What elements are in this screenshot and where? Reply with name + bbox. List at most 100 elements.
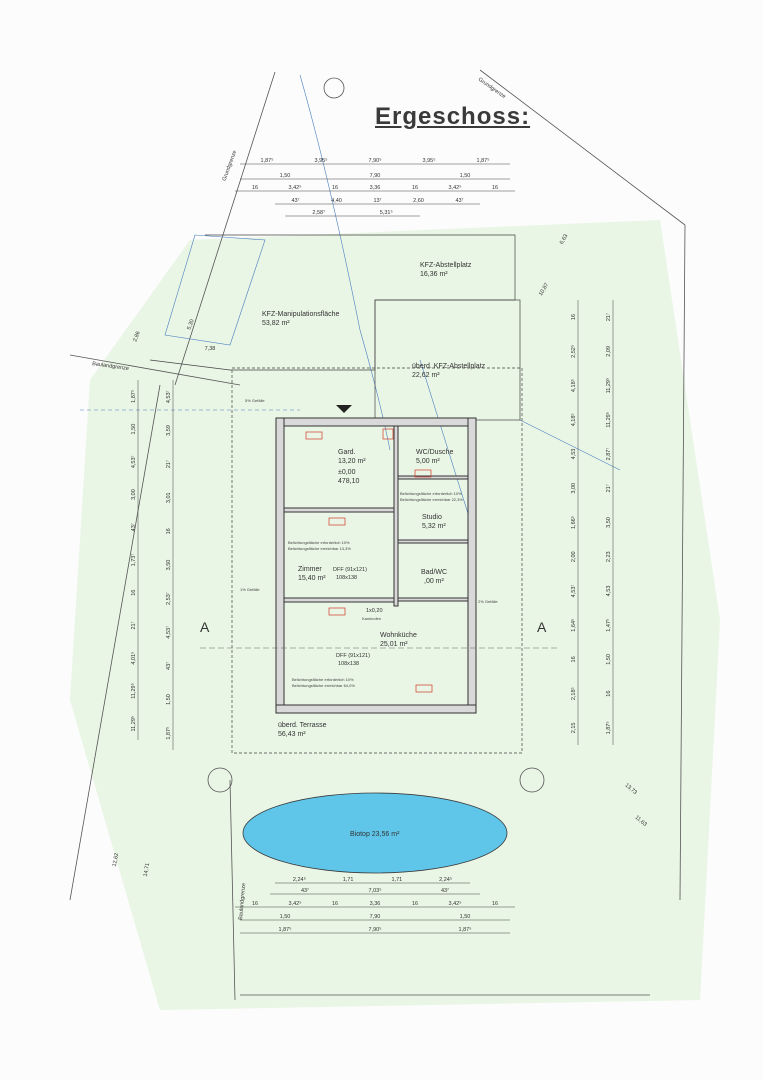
- label-grundgrenze-right: Grundgrenze: [477, 77, 507, 100]
- dim-left-b: 43⁷: [165, 662, 172, 670]
- dim-bottom-r2: 43⁷: [301, 887, 309, 894]
- room-terrasse-area: 56,43 m²: [278, 731, 306, 738]
- room-kfz-manipulation-area: 53,82 m²: [262, 320, 290, 327]
- dim-bottom-r3: 3,42⁵: [289, 900, 302, 907]
- dim-left-a: 1,73⁷: [130, 554, 137, 567]
- dim-top-r1: 7,90⁵: [369, 157, 382, 164]
- dim-right-b: 2,23: [606, 551, 612, 562]
- dim-top-r3: 16: [492, 185, 498, 191]
- note-belichtung-1: Belichtungsfläche erforderlich 10%: [288, 540, 350, 545]
- dim-bottom-r5: 1,87⁵: [279, 926, 292, 933]
- dim-left-b: 3,50: [166, 560, 172, 571]
- dim-top-r4: 13⁷: [373, 197, 381, 204]
- dim-right-b: 3,50: [606, 517, 612, 528]
- dim-left-b: 4,53⁷: [165, 626, 172, 639]
- dim-bottom-r4: 1,50: [280, 914, 291, 920]
- note-belichtung-1b: Belichtungsfläche erreichbar 13,3%: [288, 546, 351, 551]
- dim-right-a: 2,15: [571, 723, 577, 734]
- room-studio: Studio: [422, 514, 442, 521]
- dimension-chain-right: 162,52⁵4,18⁵4,18⁵4,533,001,66⁵2,004,53⁷1…: [570, 300, 614, 745]
- room-kfz-abstellplatz: KFZ-Abstellplatz: [420, 262, 472, 269]
- label-baulandgrenze-top: Baulandgrenze: [92, 361, 129, 372]
- room-gard-abs: 478,10: [338, 478, 360, 485]
- label-grundgrenze-left: Grundgrenze: [222, 150, 239, 182]
- dim-right-b: 1,50: [606, 654, 612, 665]
- dim-bottom-r1: 1,71: [392, 877, 403, 883]
- dim-left-b: 21⁷: [165, 460, 172, 468]
- dim-left-a: 4,01⁵: [130, 652, 137, 665]
- dim-right-a: 2,52⁵: [570, 345, 577, 358]
- note-belichtung-3: Belichtungsfläche erforderlich 10%: [292, 677, 354, 682]
- dim-bottom-r1: 1,71: [343, 877, 354, 883]
- dim-bottom-r2: 7,03⁵: [369, 887, 382, 894]
- dim-right-a: 16: [571, 314, 577, 320]
- dim-right-a: 4,53: [571, 449, 577, 460]
- section-marker-right: A: [537, 619, 547, 635]
- dim-top-r3: 16: [332, 185, 338, 191]
- note-gefaelle-3: 5% Gefälle: [245, 398, 265, 403]
- dim-bottom-r3: 3,36: [370, 901, 381, 907]
- dim-misc: 5,30: [186, 319, 195, 331]
- dim-left-a: 1,50: [131, 424, 137, 435]
- dim-right-b: 11,29⁵: [605, 412, 612, 428]
- dim-misc: 6,63: [559, 233, 570, 245]
- dim-bottom-r1: 2,24⁵: [439, 876, 452, 883]
- dim-top-r4: 43⁷: [455, 197, 463, 204]
- dim-bottom-r1: 2,24⁵: [293, 876, 306, 883]
- dim-left-b: 16: [166, 528, 172, 534]
- dim-top-r1: 3,95⁵: [423, 157, 436, 164]
- dim-right-a: 4,53⁷: [570, 585, 577, 598]
- room-wc: WC/Dusche: [416, 449, 453, 456]
- dim-right-b: 1,87⁵: [605, 721, 612, 734]
- note-belichtung-2b: Belichtungsfläche erreichbar 22,3%: [400, 497, 463, 502]
- dim-top-r3: 16: [412, 185, 418, 191]
- dim-left-b: 3,59: [166, 425, 172, 436]
- dim-right-a: 1,64⁵: [570, 619, 577, 632]
- dim-left-a: 4,53⁷: [130, 455, 137, 468]
- entrance-arrow-icon: [336, 405, 352, 413]
- zimmer-window: DFF (91x121): [333, 567, 367, 573]
- dim-right-b: 16: [606, 691, 612, 697]
- dim-top-r1: 3,95⁵: [315, 157, 328, 164]
- dim-left-a: 11,29⁵: [130, 716, 137, 732]
- biotop-pond: [242, 792, 508, 874]
- note-belichtung-2: Belichtungsfläche erforderlich 10%: [400, 491, 462, 496]
- zimmer-window-size: 108x138: [336, 575, 357, 581]
- dim-left-a: 3,00: [131, 489, 137, 500]
- dim-top-r2: 7,90: [370, 173, 381, 179]
- dim-right-b: 11,29⁵: [605, 378, 612, 394]
- dim-right-a: 2,18⁵: [570, 687, 577, 700]
- dim-bottom-r3: 16: [252, 901, 258, 907]
- dim-right-a: 4,18⁵: [570, 413, 577, 426]
- room-ueberd-kfz: überd. KFZ-Abstellplatz: [412, 363, 486, 370]
- dim-left-b: 4,53⁷: [165, 390, 172, 403]
- room-gard: Gard.: [338, 449, 356, 456]
- dim-top-r4: 4,40: [331, 198, 342, 204]
- kuche-window: DFF (91x121): [336, 653, 370, 659]
- room-terrasse: überd. Terrasse: [278, 722, 327, 729]
- dim-right-a: 4,18⁵: [570, 379, 577, 392]
- note-belichtung-3b: Belichtungsfläche erreichbar 64,0%: [292, 683, 355, 688]
- dim-right-a: 1,66⁵: [570, 516, 577, 529]
- dim-bottom-r3: 16: [492, 901, 498, 907]
- label-baulandgrenze-bottom: Baulandgrenze: [238, 883, 247, 920]
- note-ofen-dim: 1x0,20: [366, 608, 383, 614]
- dim-right-b: 4,53: [606, 586, 612, 597]
- dim-top-r1: 1,87⁵: [477, 157, 490, 164]
- dim-left-a: 21⁷: [130, 621, 137, 629]
- dim-left-a: 16: [131, 590, 137, 596]
- dim-top-r3: 3,42⁵: [449, 184, 462, 191]
- dim-bottom-r3: 16: [332, 901, 338, 907]
- dim-bottom-r4: 1,50: [460, 914, 471, 920]
- room-gard-area: 13,20 m²: [338, 458, 366, 465]
- dim-bottom-r4: 7,90: [370, 914, 381, 920]
- room-zimmer: Zimmer: [298, 566, 322, 573]
- dim-bottom-r5: 1,87⁵: [459, 926, 472, 933]
- dim-right-a: 3,00: [571, 483, 577, 494]
- dim-left-b: 1,50: [166, 694, 172, 705]
- trees: [207, 77, 545, 793]
- dim-top-r1: 1,87⁵: [261, 157, 274, 164]
- note-gefaelle: 1% Gefälle: [240, 587, 260, 592]
- dim-top-r2: 1,50: [460, 173, 471, 179]
